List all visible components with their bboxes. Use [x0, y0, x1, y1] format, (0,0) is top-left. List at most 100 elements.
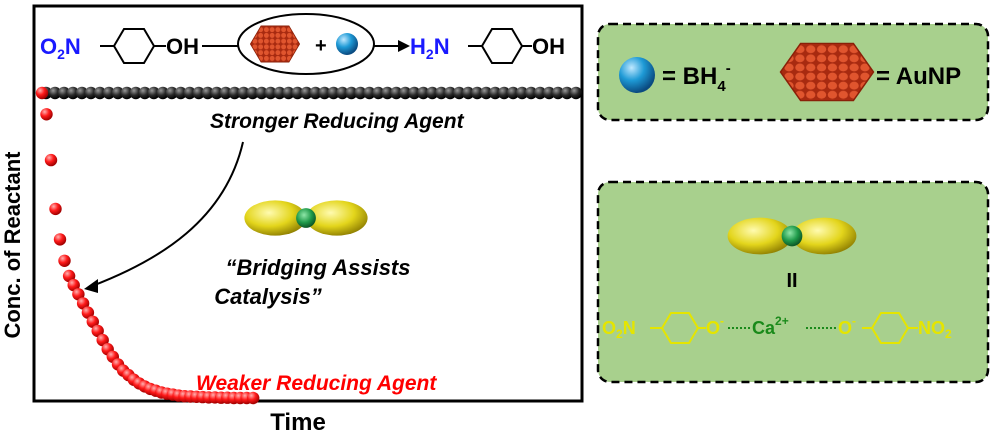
data-point-weak	[40, 108, 53, 121]
data-point-strong	[156, 86, 169, 100]
data-point-strong	[183, 86, 196, 100]
data-point-strong	[273, 86, 286, 100]
weak-series-label: Weaker Reducing Agent	[196, 372, 437, 395]
data-point-strong	[533, 86, 547, 100]
data-point-strong	[560, 86, 574, 100]
data-point-strong	[524, 86, 538, 100]
data-point-strong	[390, 86, 403, 100]
product-oh-group: OH	[532, 34, 565, 59]
legend-panel-bottom: II O2N O- Ca2+ O- NO2	[596, 180, 990, 384]
equivalence-symbol: II	[786, 270, 797, 292]
data-point-strong	[489, 86, 502, 100]
bridging-label-line-1: “Bridging Assists	[226, 255, 411, 280]
plus-sign: +	[315, 35, 327, 57]
data-point-strong	[444, 86, 457, 100]
data-point-strong	[57, 86, 71, 100]
data-point-strong	[363, 86, 376, 100]
product-amine-group: H2N	[410, 34, 450, 62]
data-point-strong	[138, 86, 151, 100]
data-point-strong	[264, 86, 277, 100]
data-point-strong	[129, 86, 142, 100]
data-point-strong	[309, 86, 322, 100]
right-nitro-group: NO2	[918, 318, 952, 341]
data-point-strong	[255, 86, 268, 100]
data-point-strong	[147, 86, 160, 100]
reactant-nitro-group: O2N	[40, 34, 81, 62]
data-point-weak	[35, 86, 49, 100]
data-point-strong	[48, 86, 62, 100]
data-point-strong	[551, 86, 565, 100]
data-point-strong	[228, 86, 241, 100]
data-point-strong	[102, 86, 116, 100]
data-point-weak	[53, 233, 67, 246]
data-point-weak	[49, 202, 62, 216]
data-point-strong	[372, 86, 385, 100]
data-point-strong	[165, 86, 178, 100]
data-point-strong	[300, 86, 313, 100]
data-point-strong	[354, 86, 367, 100]
aunp-legend-label: = AuNP	[876, 63, 961, 90]
curved-arrow	[91, 141, 244, 287]
reactant-oh-group: OH	[166, 34, 199, 59]
data-point-weak	[58, 254, 71, 267]
left-phenolate-oxygen: O-	[706, 314, 724, 338]
data-point-strong	[336, 86, 349, 100]
data-point-strong	[497, 86, 511, 100]
data-point-strong	[75, 86, 89, 100]
bridging-label-line-2: Catalysis”	[214, 284, 322, 309]
data-point-strong	[327, 86, 340, 100]
data-point-strong	[84, 86, 98, 100]
x-axis-label: Time	[270, 409, 326, 436]
data-point-strong	[237, 86, 250, 100]
data-point-strong	[66, 86, 80, 100]
series-stronger-reducing-agent	[39, 86, 583, 100]
data-point-weak	[96, 333, 109, 347]
data-point-strong	[120, 86, 133, 100]
data-point-strong	[246, 86, 259, 100]
bh4-legend-sphere-icon	[619, 57, 655, 93]
data-point-strong	[93, 86, 107, 100]
bh4-sphere-icon	[336, 33, 358, 55]
data-point-strong	[435, 86, 448, 100]
data-point-weak	[44, 153, 58, 167]
data-point-strong	[515, 86, 529, 100]
data-point-strong	[471, 86, 484, 100]
data-point-weak	[86, 315, 100, 328]
data-point-strong	[453, 86, 466, 100]
y-axis-label: Conc. of Reactant	[0, 151, 25, 339]
data-point-weak	[91, 324, 104, 338]
data-point-strong	[345, 86, 358, 100]
series-weaker-reducing-agent	[35, 86, 260, 405]
data-point-strong	[542, 86, 556, 100]
data-point-strong	[399, 86, 412, 100]
reaction-scheme: O2N OH + H2N OH	[40, 13, 565, 75]
calcium-ion-label: Ca2+	[752, 314, 789, 338]
data-point-weak	[247, 391, 260, 405]
data-point-strong	[381, 86, 394, 100]
data-point-strong	[462, 86, 475, 100]
curved-arrow-head-icon	[84, 279, 98, 293]
data-point-weak	[67, 278, 80, 292]
data-point-strong	[318, 86, 331, 100]
arrow-head-icon	[398, 40, 410, 52]
data-point-strong	[569, 86, 583, 100]
data-point-strong	[426, 86, 439, 100]
data-point-weak	[76, 297, 90, 310]
data-point-strong	[408, 86, 421, 100]
aunp-icon	[249, 25, 301, 63]
right-phenolate-oxygen: O-	[838, 314, 856, 338]
data-point-strong	[480, 86, 493, 100]
legend-panel-top: = BH4- = AuNP	[596, 22, 990, 122]
data-point-strong	[291, 86, 304, 100]
data-point-strong	[506, 86, 520, 100]
data-point-strong	[282, 86, 295, 100]
data-point-strong	[417, 86, 430, 100]
data-point-weak	[81, 306, 95, 319]
left-nitro-group: O2N	[602, 318, 636, 341]
data-point-strong	[174, 86, 187, 100]
data-point-strong	[201, 86, 214, 100]
data-point-strong	[111, 86, 125, 100]
data-point-strong	[219, 86, 232, 100]
